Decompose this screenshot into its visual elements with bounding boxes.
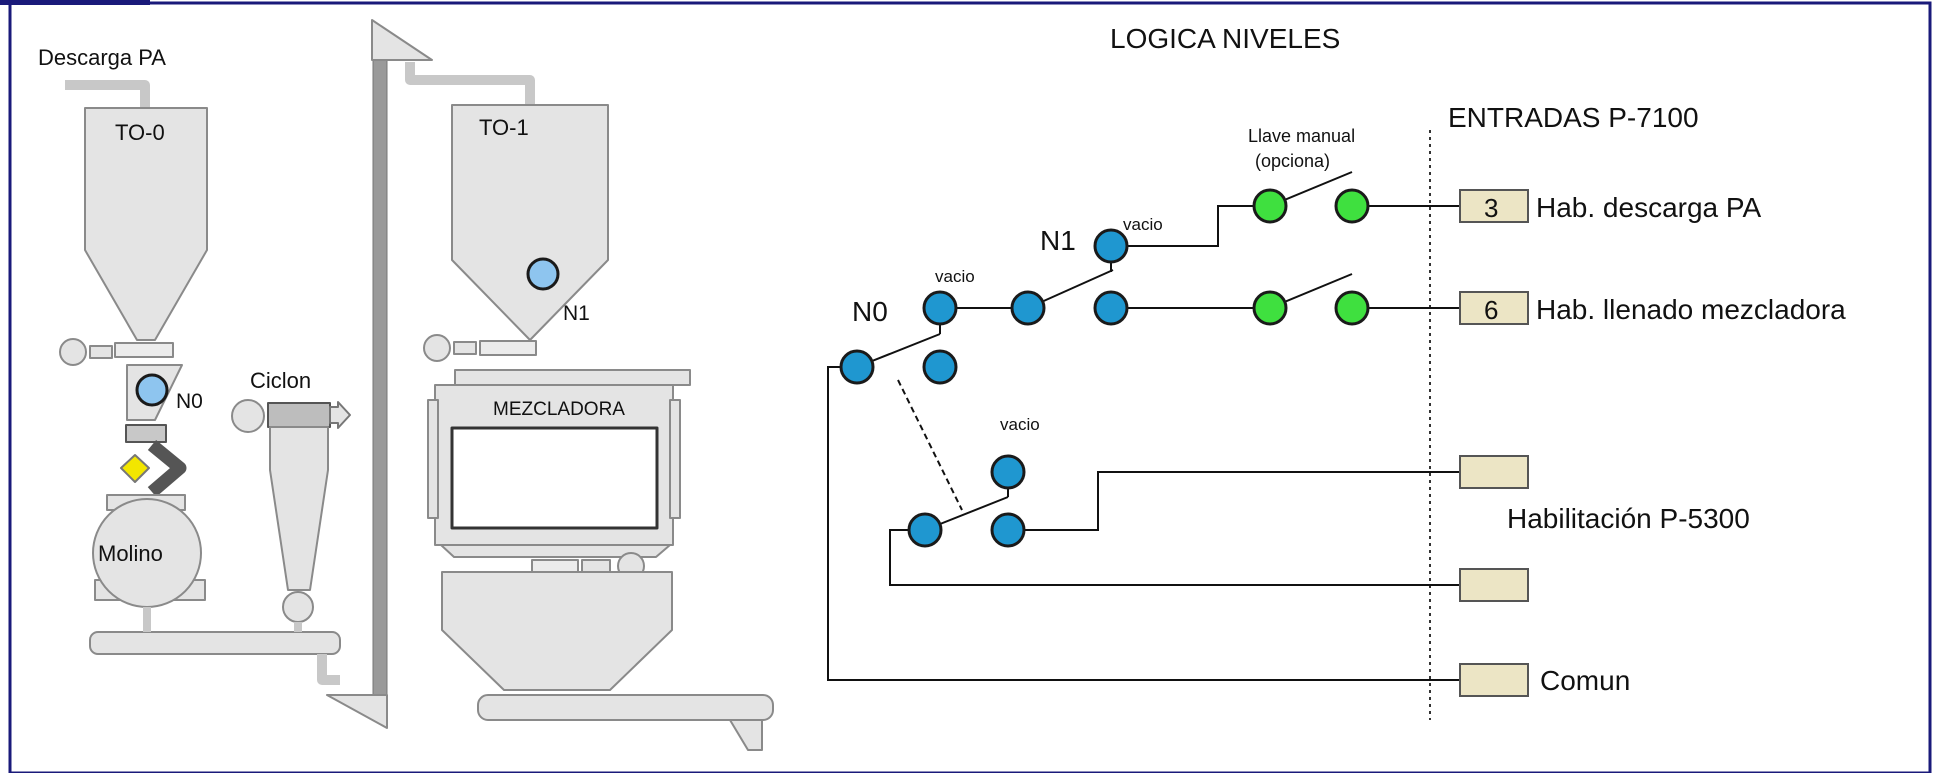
input-box-hab-5300-a bbox=[1459, 455, 1529, 489]
n0-logic-label: N0 bbox=[852, 296, 888, 327]
contact-lower-common bbox=[907, 512, 943, 548]
contact-lower-vacio bbox=[990, 454, 1026, 490]
mechanical-link-line bbox=[897, 379, 963, 511]
input-box-3 bbox=[1459, 189, 1529, 223]
entradas-title: ENTRADAS P-7100 bbox=[1448, 102, 1699, 133]
input-box-comun bbox=[1459, 663, 1529, 697]
contact-llave-3-out bbox=[1334, 188, 1370, 224]
habilitacion-label: Habilitación P-5300 bbox=[1507, 503, 1750, 534]
process-diagram: Descarga PA TO-0 N0 Molino bbox=[38, 19, 774, 751]
input-box-hab-5300-b bbox=[1459, 568, 1529, 602]
input-box-6 bbox=[1459, 291, 1529, 325]
descarga-pipe bbox=[65, 80, 150, 110]
n1-level-sensor bbox=[526, 257, 560, 291]
bottom-hopper bbox=[441, 571, 774, 751]
contact-n0-common bbox=[839, 349, 875, 385]
contact-n1-vacio bbox=[1093, 228, 1129, 264]
ciclon bbox=[231, 399, 351, 623]
vacio-n1-label: vacio bbox=[1123, 215, 1163, 234]
contact-llave-6-in bbox=[1252, 290, 1288, 326]
n0-sensor-label: N0 bbox=[176, 390, 203, 413]
input-3-number: 3 bbox=[1484, 193, 1498, 223]
input-6-label: Hab. llenado mezcladora bbox=[1536, 294, 1846, 325]
vacio-lower-label: vacio bbox=[1000, 415, 1040, 434]
n1-sensor-label: N1 bbox=[563, 302, 590, 325]
mezcladora-label: MEZCLADORA bbox=[493, 399, 625, 420]
to1-hopper bbox=[451, 104, 609, 341]
llave-manual-label: Llave manual bbox=[1248, 126, 1355, 146]
contact-llave-6-out bbox=[1334, 290, 1370, 326]
to0-valve bbox=[59, 338, 174, 366]
n1-logic-label: N1 bbox=[1040, 225, 1076, 256]
n0-level-sensor bbox=[135, 373, 169, 407]
contact-lower-lleno bbox=[990, 512, 1026, 548]
contact-n1-lleno bbox=[1093, 290, 1129, 326]
bucket-elevator bbox=[326, 19, 535, 729]
bottom-conveyor-left bbox=[89, 607, 341, 685]
descarga-pa-label: Descarga PA bbox=[38, 45, 166, 70]
feeder-diamond-icon bbox=[120, 454, 150, 483]
contact-llave-3-in bbox=[1252, 188, 1288, 224]
logic-title: LOGICA NIVELES bbox=[1110, 23, 1340, 54]
comun-label: Comun bbox=[1540, 665, 1630, 696]
contact-n0-lleno bbox=[922, 349, 958, 385]
input-3-label: Hab. descarga PA bbox=[1536, 192, 1761, 223]
contact-n1-in-a bbox=[1010, 290, 1046, 326]
contact-n0-vacio bbox=[922, 290, 958, 326]
input-6-number: 6 bbox=[1484, 295, 1498, 325]
contacts bbox=[839, 188, 1370, 548]
to1-label: TO-1 bbox=[479, 115, 529, 140]
mezcladora bbox=[427, 369, 691, 558]
to0-hopper bbox=[84, 107, 208, 341]
frame-top-tab bbox=[0, 0, 150, 5]
to1-valve bbox=[423, 334, 537, 362]
molino-label: Molino bbox=[98, 541, 163, 566]
vacio-n0-label: vacio bbox=[935, 267, 975, 286]
llave-opciona-label: (opciona) bbox=[1255, 151, 1330, 171]
feeder bbox=[120, 439, 187, 497]
ciclon-label: Ciclon bbox=[250, 368, 311, 393]
input-terminals bbox=[1459, 189, 1529, 697]
logic-diagram: LOGICA NIVELES ENTRADAS P-7100 Llave man… bbox=[827, 23, 1846, 720]
to0-label: TO-0 bbox=[115, 120, 165, 145]
